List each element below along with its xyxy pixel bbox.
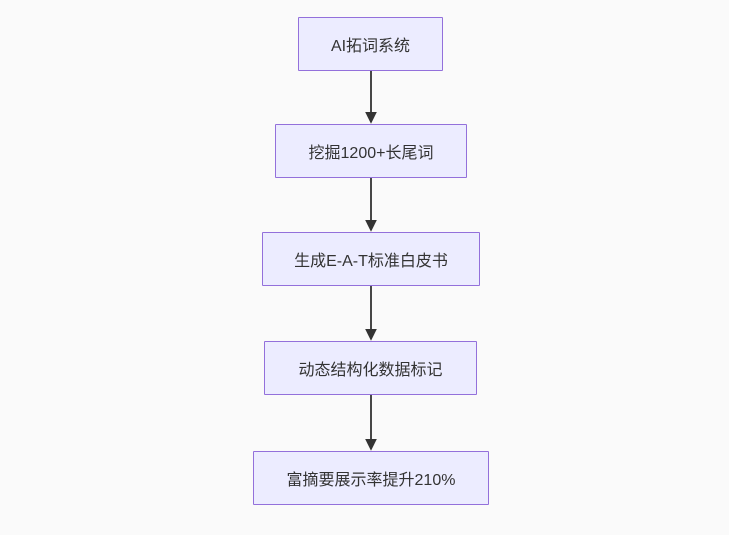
flow-node-rich-snippet-boost: 富摘要展示率提升210% (253, 451, 489, 505)
flow-node-longtail-mining: 挖掘1200+长尾词 (275, 124, 467, 178)
flow-node-ai-word-expansion: AI拓词系统 (298, 17, 443, 71)
flow-node-eat-whitepaper: 生成E-A-T标准白皮书 (262, 232, 480, 286)
flow-node-structured-data: 动态结构化数据标记 (264, 341, 477, 395)
